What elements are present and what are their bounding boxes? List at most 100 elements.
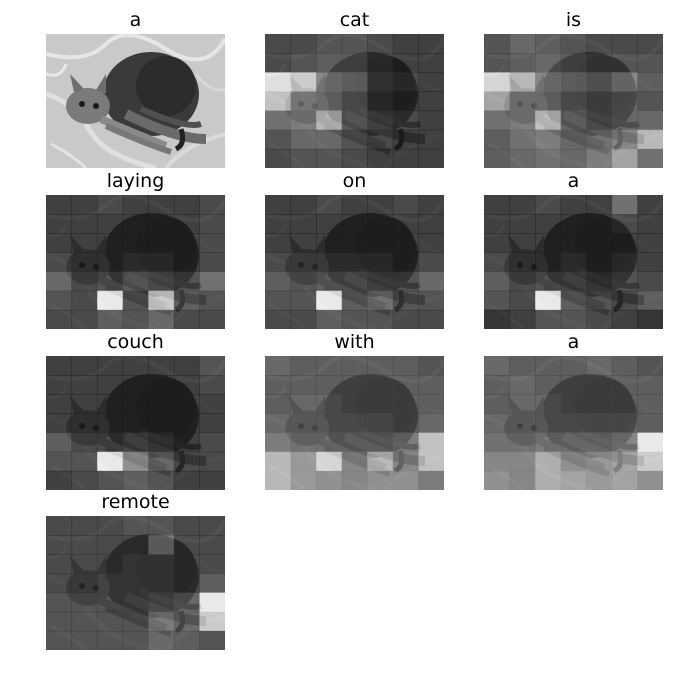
attention-cell: [341, 129, 368, 150]
attention-cell: [418, 432, 444, 453]
panel-word-label: with: [334, 331, 375, 353]
attention-cell: [46, 611, 73, 632]
attention-cell: [122, 611, 149, 632]
attention-cell: [199, 290, 225, 311]
attention-cell: [586, 309, 613, 329]
attention-cell: [265, 451, 292, 472]
attention-map: [484, 195, 663, 329]
attention-cell: [611, 34, 638, 54]
attention-cell: [560, 34, 587, 54]
attention-cell: [122, 233, 149, 253]
attention-cell: [418, 375, 444, 395]
attention-cell: [560, 356, 587, 376]
attention-cell: [173, 195, 200, 215]
attention-cell: [46, 535, 73, 555]
attention-cell: [637, 91, 663, 112]
attention-cell: [509, 72, 536, 92]
attention-cell: [265, 148, 292, 168]
attention-cell: [535, 290, 562, 311]
attention-cell: [509, 375, 536, 395]
attention-cell: [148, 375, 175, 395]
attention-cell: [290, 451, 317, 472]
attention-cell: [122, 573, 149, 594]
attention-cell: [290, 252, 317, 273]
attention-cell: [265, 356, 292, 376]
attention-cell: [611, 432, 638, 453]
attention-cell: [392, 233, 419, 253]
attention-cell: [637, 356, 663, 376]
attention-cell: [46, 554, 73, 574]
attention-cell: [316, 356, 343, 376]
attention-cell: [265, 470, 292, 490]
attention-cell: [46, 375, 73, 395]
attention-cell: [97, 451, 124, 472]
attention-cell: [509, 233, 536, 253]
attention-map: [484, 34, 663, 168]
attention-cell: [97, 611, 124, 632]
attention-cell: [560, 413, 587, 434]
attention-cell: [199, 394, 225, 414]
attention-cell: [199, 451, 225, 472]
attention-cell: [316, 233, 343, 253]
attention-cell: [46, 592, 73, 613]
attention-cell: [560, 72, 587, 92]
attention-cell: [199, 195, 225, 215]
attention-cell: [148, 271, 175, 292]
attention-cell: [535, 53, 562, 73]
attention-cell: [341, 271, 368, 292]
attention-cell: [97, 290, 124, 311]
attention-cell: [535, 309, 562, 329]
attention-cell: [586, 413, 613, 434]
attention-cell: [173, 290, 200, 311]
attention-cell: [148, 252, 175, 273]
attention-cell: [122, 290, 149, 311]
attention-cell: [290, 413, 317, 434]
attention-cell: [290, 375, 317, 395]
attention-cell: [560, 53, 587, 73]
attention-cell: [265, 252, 292, 273]
attention-cell: [560, 394, 587, 414]
attention-cell: [484, 432, 511, 453]
attention-cell: [71, 432, 98, 453]
attention-cell: [46, 451, 73, 472]
attention-cell: [46, 573, 73, 594]
attention-cell: [71, 233, 98, 253]
attention-cell: [484, 413, 511, 434]
attention-cell: [173, 554, 200, 574]
attention-cell: [97, 309, 124, 329]
attention-cell: [341, 432, 368, 453]
attention-cell: [148, 611, 175, 632]
attention-cell: [392, 214, 419, 234]
attention-cell: [392, 195, 419, 215]
attention-cell: [122, 356, 149, 376]
attention-cell: [341, 72, 368, 92]
attention-cell: [367, 252, 394, 273]
panel-word-label: is: [565, 9, 582, 31]
attention-cell: [586, 375, 613, 395]
attention-cell: [290, 53, 317, 73]
cat-image: [265, 356, 444, 490]
attention-map: [265, 356, 444, 490]
attention-cell: [148, 630, 175, 650]
attention-cell: [611, 252, 638, 273]
attention-cell: [122, 554, 149, 574]
attention-cell: [71, 451, 98, 472]
attention-cell: [173, 214, 200, 234]
attention-cell: [392, 34, 419, 54]
attention-cell: [535, 214, 562, 234]
attention-cell: [173, 375, 200, 395]
attention-cell: [265, 290, 292, 311]
attention-cell: [611, 233, 638, 253]
attention-cell: [560, 252, 587, 273]
attention-cell: [97, 592, 124, 613]
attention-cell: [637, 53, 663, 73]
attention-map: [484, 356, 663, 490]
attention-cell: [316, 129, 343, 150]
attention-cell: [509, 432, 536, 453]
attention-cell: [484, 271, 511, 292]
attention-cell: [418, 53, 444, 73]
attention-cell: [484, 110, 511, 131]
attention-cell: [611, 72, 638, 92]
attention-cell: [484, 91, 511, 112]
attention-cell: [199, 214, 225, 234]
